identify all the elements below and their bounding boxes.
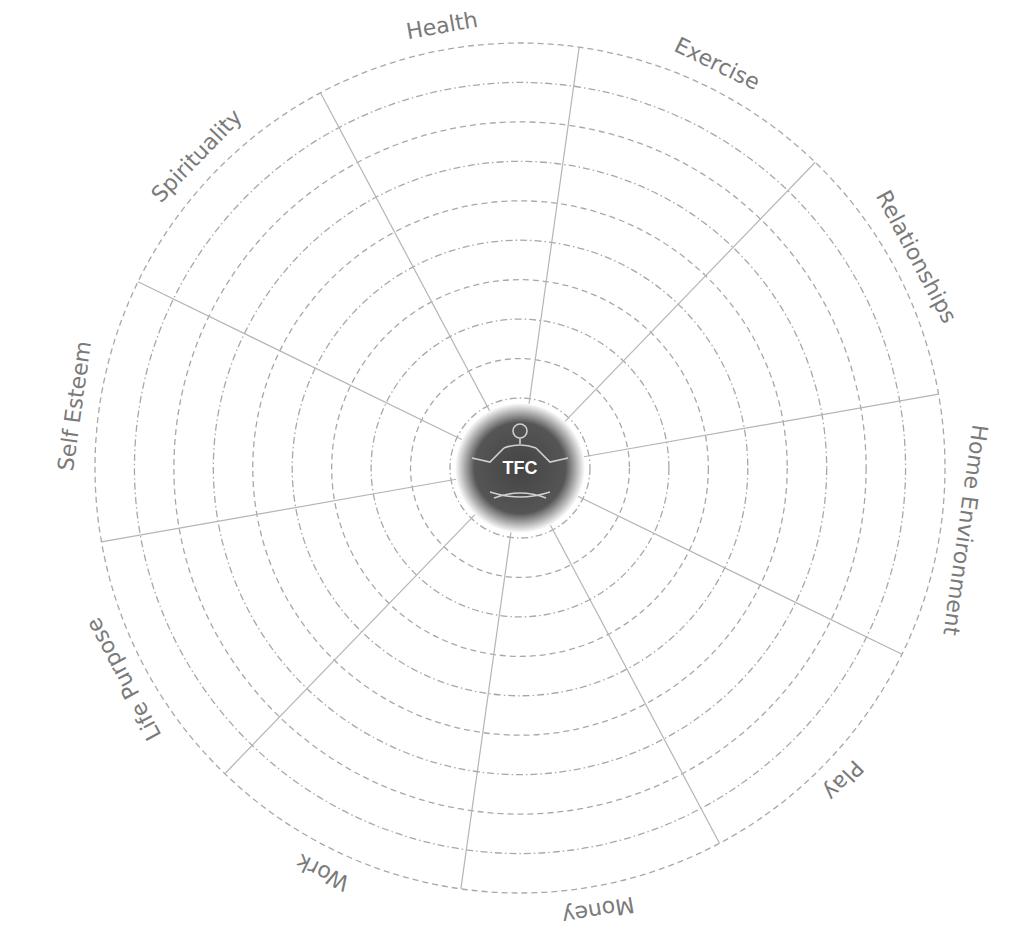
segment-label: Play bbox=[819, 756, 867, 804]
segment-label: Work bbox=[293, 849, 353, 893]
spoke-line bbox=[138, 282, 464, 441]
segment-label: Home Environment bbox=[939, 424, 990, 637]
scale-ring bbox=[332, 280, 709, 657]
hub-circle: TFC bbox=[455, 403, 585, 533]
segment-label: Health bbox=[405, 9, 480, 43]
scale-ring bbox=[292, 240, 748, 696]
scale-ring bbox=[411, 359, 630, 578]
scale-ring bbox=[174, 122, 866, 814]
spoke-line bbox=[225, 513, 477, 774]
spoke-line bbox=[101, 479, 458, 542]
segment-label: Life Purpose bbox=[82, 614, 165, 743]
segment-label: Exercise bbox=[671, 34, 763, 94]
segment-label: Self Esteem bbox=[55, 339, 95, 472]
scale-ring bbox=[371, 319, 669, 617]
scale-ring bbox=[253, 201, 787, 735]
spoke-line bbox=[581, 394, 938, 457]
segment-label: Relationships bbox=[872, 187, 960, 327]
spoke-line bbox=[576, 495, 902, 654]
segment-label: Spirituality bbox=[148, 106, 247, 207]
scale-ring bbox=[95, 43, 945, 893]
segment-label: Money bbox=[560, 893, 636, 927]
hub-label: TFC bbox=[455, 458, 585, 479]
spoke-line bbox=[461, 529, 512, 888]
spoke-line bbox=[563, 162, 815, 423]
scale-ring bbox=[450, 398, 590, 538]
scale-ring bbox=[134, 82, 905, 853]
spoke-line bbox=[529, 47, 580, 406]
spoke-line bbox=[320, 93, 490, 414]
scale-ring bbox=[213, 161, 826, 774]
spoke-line bbox=[549, 523, 719, 844]
